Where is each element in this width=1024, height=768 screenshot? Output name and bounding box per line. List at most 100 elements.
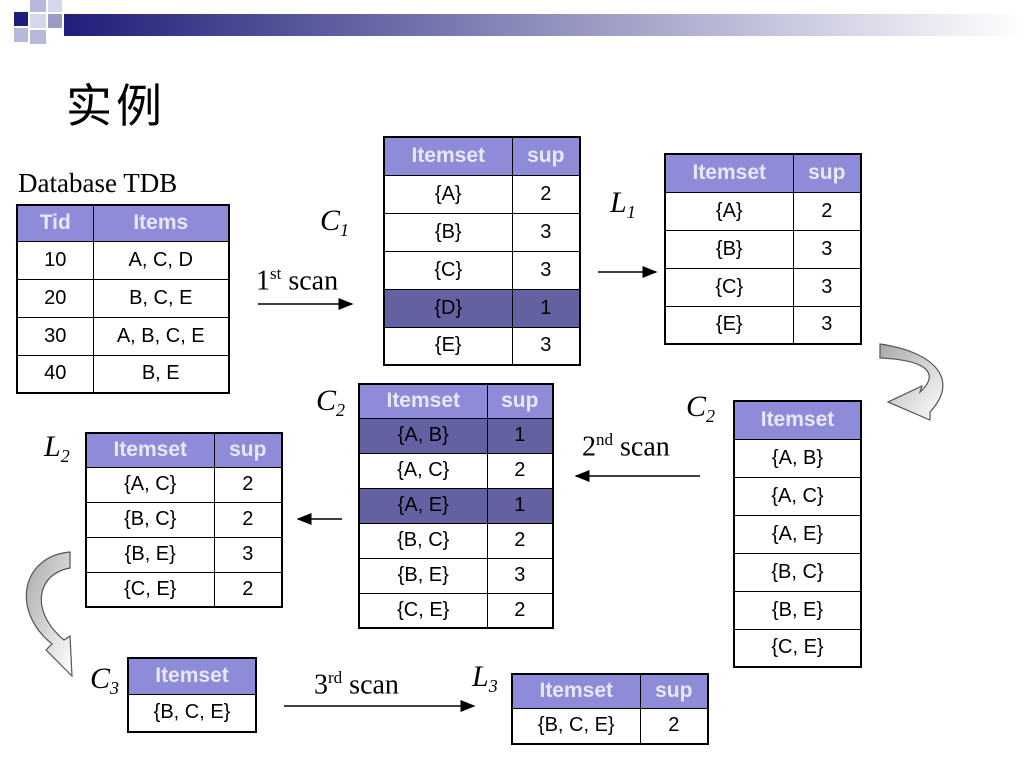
l2-cell: 2 bbox=[213, 501, 283, 538]
table-row: {B, C, E}2 bbox=[511, 707, 709, 745]
title-banner-decoration bbox=[14, 0, 1024, 44]
c2-mid-cell: 1 bbox=[486, 417, 554, 454]
table-row: {C, E} bbox=[733, 628, 862, 668]
l1-cell: {B} bbox=[664, 229, 794, 269]
l2-cell: 3 bbox=[213, 536, 283, 573]
tdb-cell: A, B, C, E bbox=[92, 316, 230, 356]
c3-label: C3 bbox=[90, 662, 120, 698]
table-row: {B}3 bbox=[383, 212, 581, 252]
c1-cell: {A} bbox=[383, 174, 513, 214]
table-row: {C, E}2 bbox=[85, 571, 283, 608]
table-row: {B, E}3 bbox=[358, 557, 554, 594]
l1-cell: 2 bbox=[792, 191, 862, 231]
table-row: {A, C} bbox=[733, 476, 862, 516]
l1-cell: 3 bbox=[792, 305, 862, 345]
c2-mid-cell: 3 bbox=[486, 557, 554, 594]
l3-label: L3 bbox=[472, 660, 498, 696]
table-row: {B, E}3 bbox=[85, 536, 283, 573]
c2-mid-label: C2 bbox=[316, 384, 346, 420]
tdb-cell: B, C, E bbox=[92, 278, 230, 318]
curved-arrow-l1-to-c2 bbox=[879, 343, 944, 421]
c2-right-header-itemset: Itemset bbox=[733, 400, 862, 440]
l3-cell: {B, C, E} bbox=[511, 707, 641, 745]
table-row: {B}3 bbox=[664, 229, 862, 269]
c3-header-itemset: Itemset bbox=[127, 657, 257, 695]
tdb-cell: B, E bbox=[92, 354, 230, 394]
l2-label: L2 bbox=[44, 430, 70, 466]
table-row: {B, C, E} bbox=[127, 693, 257, 733]
tdb-cell: A, C, D bbox=[92, 240, 230, 280]
c2-right-cell: {C, E} bbox=[733, 628, 862, 668]
second-scan-label: 2nd scan bbox=[582, 430, 670, 463]
tdb-header-items: Items bbox=[92, 204, 230, 242]
c1-cell: {B} bbox=[383, 212, 513, 252]
tdb-header-tid: Tid bbox=[16, 204, 94, 242]
table-row-pruned: {A, E}1 bbox=[358, 487, 554, 524]
tdb-cell: 20 bbox=[16, 278, 94, 318]
c2-mid-cell: 2 bbox=[486, 452, 554, 489]
table-row: {A, C}2 bbox=[85, 466, 283, 503]
table-row: {C}3 bbox=[383, 250, 581, 290]
c2-mid-cell: {A, C} bbox=[358, 452, 488, 489]
l1-cell: 3 bbox=[792, 267, 862, 307]
c1-header-sup: sup bbox=[511, 136, 581, 176]
c1-cell: {C} bbox=[383, 250, 513, 290]
c2-right-label: C2 bbox=[686, 390, 716, 426]
l1-label: L1 bbox=[610, 186, 636, 222]
c2-right-cell: {A, E} bbox=[733, 514, 862, 554]
c2-right-cell: {B, E} bbox=[733, 590, 862, 630]
table-row: {A, B} bbox=[733, 438, 862, 478]
l1-cell: 3 bbox=[792, 229, 862, 269]
table-row: {A}2 bbox=[383, 174, 581, 214]
l2-cell: {C, E} bbox=[85, 571, 215, 608]
first-scan-label: 1st scan bbox=[256, 264, 339, 297]
c3-table: Itemset {B, C, E} bbox=[127, 657, 257, 733]
c1-cell: 3 bbox=[511, 212, 581, 252]
c1-cell: 3 bbox=[511, 326, 581, 366]
table-row: {E}3 bbox=[664, 305, 862, 345]
tdb-cell: 10 bbox=[16, 240, 94, 280]
table-row: {A}2 bbox=[664, 191, 862, 231]
c1-cell: {D} bbox=[383, 288, 513, 328]
c2-mid-cell: 2 bbox=[486, 592, 554, 629]
l3-cell: 2 bbox=[639, 707, 709, 745]
curved-arrow-l2-to-c3 bbox=[25, 551, 73, 678]
l1-cell: {C} bbox=[664, 267, 794, 307]
c2-right-cell: {A, B} bbox=[733, 438, 862, 478]
c1-cell: {E} bbox=[383, 326, 513, 366]
table-row: {B, C} bbox=[733, 552, 862, 592]
l2-header-sup: sup bbox=[213, 432, 283, 468]
c2-right-cell: {B, C} bbox=[733, 552, 862, 592]
c2-mid-cell: 2 bbox=[486, 522, 554, 559]
l1-cell: {A} bbox=[664, 191, 794, 231]
page-title: 实例 bbox=[66, 79, 166, 133]
table-row: {B, C}2 bbox=[358, 522, 554, 559]
c1-cell: 3 bbox=[511, 250, 581, 290]
l2-cell: 2 bbox=[213, 571, 283, 608]
l1-header-sup: sup bbox=[792, 153, 862, 193]
c2-mid-cell: {B, E} bbox=[358, 557, 488, 594]
table-row: {B, C}2 bbox=[85, 501, 283, 538]
table-row: {A, E} bbox=[733, 514, 862, 554]
c2-mid-cell: {A, E} bbox=[358, 487, 488, 524]
c2-mid-cell: 1 bbox=[486, 487, 554, 524]
c3-cell: {B, C, E} bbox=[127, 693, 257, 733]
table-row: {E}3 bbox=[383, 326, 581, 366]
c2-mid-cell: {A, B} bbox=[358, 417, 488, 454]
c1-cell: 1 bbox=[511, 288, 581, 328]
l3-header-sup: sup bbox=[639, 673, 709, 709]
l1-cell: {E} bbox=[664, 305, 794, 345]
table-row: {C, E}2 bbox=[358, 592, 554, 629]
c1-label: C1 bbox=[320, 204, 350, 240]
l2-cell: {B, E} bbox=[85, 536, 215, 573]
table-row-pruned: {A, B}1 bbox=[358, 417, 554, 454]
l2-header-itemset: Itemset bbox=[85, 432, 215, 468]
c1-cell: 2 bbox=[511, 174, 581, 214]
